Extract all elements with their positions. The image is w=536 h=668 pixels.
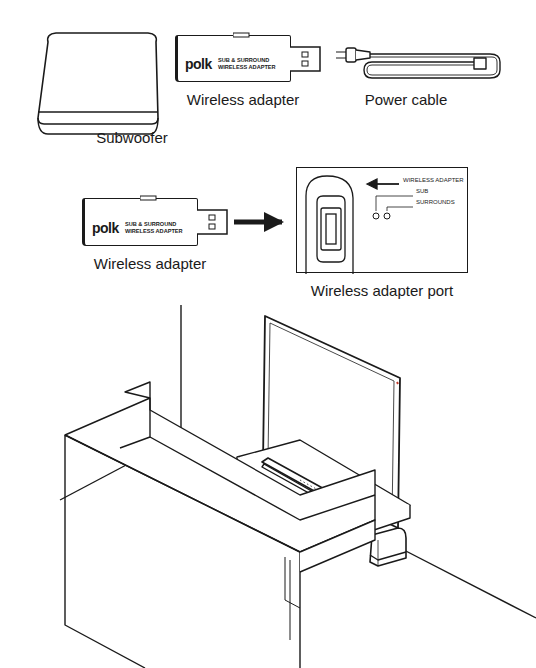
port-label: WIRELESS ADAPTER xyxy=(403,177,464,183)
port-illustration xyxy=(297,168,477,278)
adapter-notch xyxy=(140,195,160,201)
caption-label: Wireless adapter port xyxy=(311,282,454,299)
caption-label: Subwoofer xyxy=(96,129,168,146)
adapter-port-panel: WIRELESS ADAPTER SUB SURROUNDS xyxy=(296,167,468,273)
adapter-print: SUB & SURROUND WIRELESS ADAPTER xyxy=(218,57,284,71)
port-label: SURROUNDS xyxy=(416,199,455,205)
adapter-print: SUB & SURROUND WIRELESS ADAPTER xyxy=(125,221,191,235)
caption-label: Power cable xyxy=(365,91,448,108)
brand-logo: polk xyxy=(92,220,119,236)
wireless-adapter: polk SUB & SURROUND WIRELESS ADAPTER xyxy=(82,198,198,246)
brand-logo: polk xyxy=(185,56,212,72)
usb-plug xyxy=(290,45,322,73)
caption-label: Wireless adapter xyxy=(187,91,300,108)
caption-label: Wireless adapter xyxy=(94,255,207,272)
port-label: SUB xyxy=(416,188,428,194)
adapter-notch xyxy=(233,32,253,38)
insert-arrow xyxy=(234,220,282,225)
usb-plug xyxy=(197,208,229,236)
wireless-adapter: polk SUB & SURROUND WIRELESS ADAPTER xyxy=(175,35,291,82)
